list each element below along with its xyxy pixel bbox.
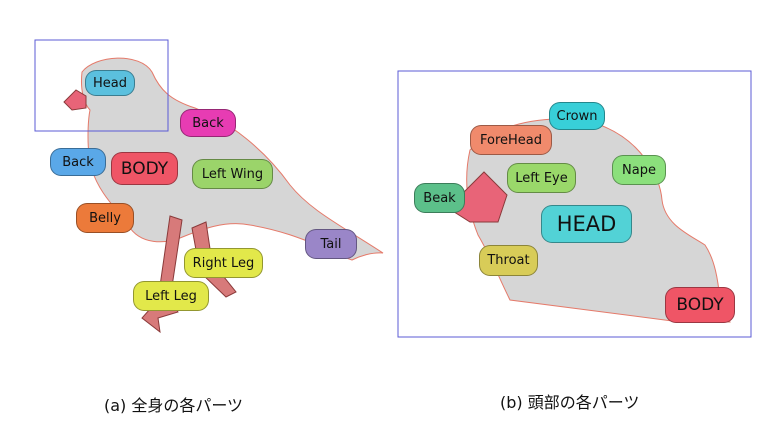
caption-right: (b) 頭部の各パーツ — [500, 393, 640, 412]
label-back-left: Back — [50, 148, 106, 176]
label-head: Head — [85, 70, 135, 96]
head-frame-large — [397, 70, 752, 338]
label-head-large: HEAD — [541, 205, 632, 243]
caption-left: (a) 全身の各パーツ — [104, 396, 244, 415]
label-body-large: BODY — [665, 287, 735, 323]
label-right-leg: Right Leg — [184, 248, 263, 278]
head-frame-small — [34, 39, 169, 132]
label-belly: Belly — [76, 203, 134, 233]
beak-shape-small — [63, 89, 87, 111]
label-beak: Beak — [414, 183, 465, 213]
label-tail: Tail — [305, 229, 357, 259]
beak-shape-large — [447, 171, 508, 223]
label-back-top: Back — [180, 109, 236, 137]
label-left-wing: Left Wing — [192, 159, 273, 189]
label-left-eye: Left Eye — [507, 163, 576, 193]
label-crown: Crown — [549, 102, 605, 130]
label-nape: Nape — [612, 155, 666, 185]
label-forehead: ForeHead — [470, 125, 552, 155]
label-body: BODY — [111, 152, 178, 185]
label-left-leg: Left Leg — [133, 281, 209, 311]
label-throat: Throat — [479, 245, 538, 276]
